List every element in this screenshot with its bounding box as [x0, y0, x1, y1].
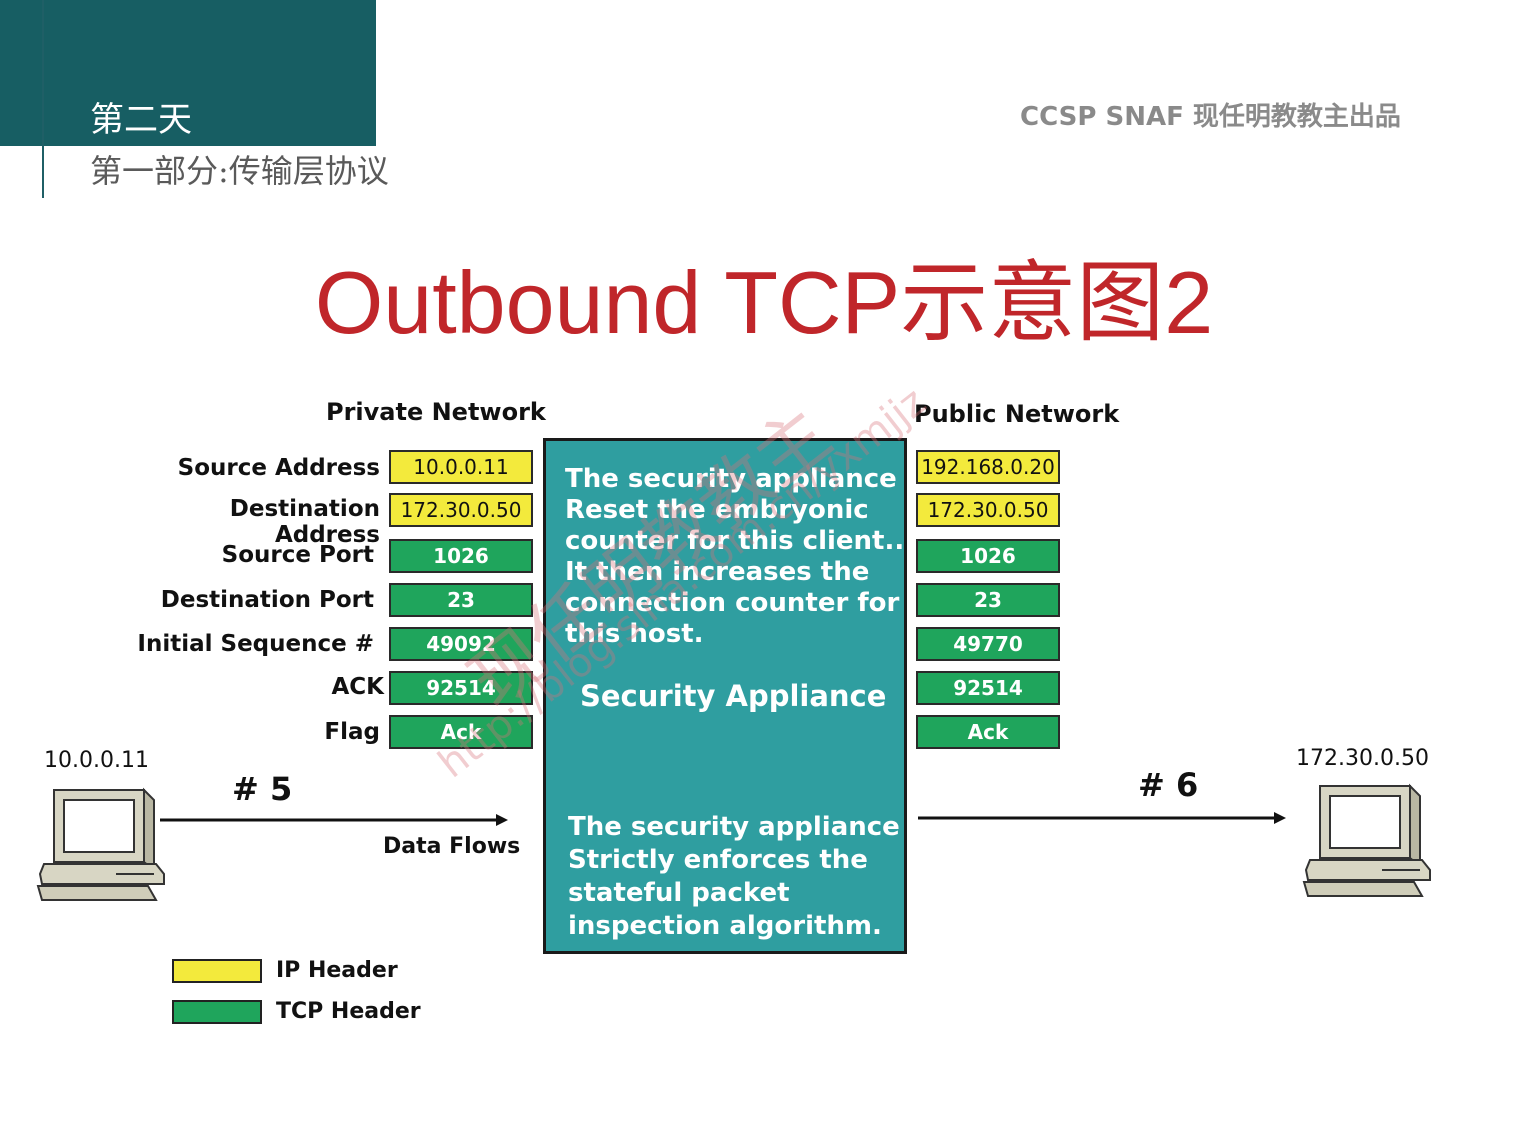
appliance-bottom-text: The security appliance Strictly enforces…	[568, 811, 900, 943]
public-source-port: 1026	[916, 539, 1060, 573]
field-label-flag: Flag	[324, 719, 380, 745]
appliance-bottom-line: inspection algorithm.	[568, 911, 882, 941]
legend-ip-label: IP Header	[276, 958, 398, 983]
private-destination-address: 172.30.0.50	[389, 493, 533, 527]
public-destination-port: 23	[916, 583, 1060, 617]
private-destination-port: 23	[389, 583, 533, 617]
brand-label: CCSP SNAF 现任明教教主出品	[1020, 102, 1401, 132]
appliance-top-line: Reset the embryonic	[565, 495, 869, 525]
section-label: 第一部分:传输层协议	[90, 152, 389, 190]
legend-tcp-label: TCP Header	[276, 999, 421, 1024]
data-flows-label: Data Flows	[383, 834, 521, 859]
public-source-address: 192.168.0.20	[916, 450, 1060, 484]
header-rule	[42, 0, 44, 198]
day-label: 第二天	[90, 100, 192, 140]
left-computer-icon	[36, 787, 165, 901]
field-label-ack: ACK	[331, 674, 384, 700]
flow-number-left: # 5	[232, 770, 293, 808]
public-network-label: Public Network	[914, 400, 1120, 428]
appliance-bottom-line: Strictly enforces the	[568, 845, 868, 875]
private-source-address: 10.0.0.11	[389, 450, 533, 484]
legend-tcp-swatch	[172, 1000, 262, 1024]
slide-title: Outbound TCP示意图2	[314, 253, 1214, 352]
appliance-top-line: counter for this client..	[565, 526, 905, 556]
security-appliance-box	[543, 438, 907, 954]
appliance-top-line: connection counter for	[565, 588, 900, 618]
right-computer-icon	[1302, 783, 1431, 897]
private-flag: Ack	[389, 715, 533, 749]
appliance-name: Security Appliance	[580, 679, 887, 713]
private-ack: 92514	[389, 671, 533, 705]
left-host-ip: 10.0.0.11	[44, 748, 149, 773]
header-banner	[0, 0, 376, 146]
appliance-top-line: The security appliance	[565, 464, 897, 494]
private-source-port: 1026	[389, 539, 533, 573]
field-label-destination-address: Destination Address	[229, 496, 380, 548]
public-flag: Ack	[916, 715, 1060, 749]
appliance-top-text: The security appliance Reset the embryon…	[565, 464, 904, 650]
legend-ip-swatch	[172, 959, 262, 983]
field-label-source-port: Source Port	[221, 542, 374, 568]
flow-number-right: # 6	[1138, 766, 1199, 804]
appliance-bottom-line: stateful packet	[568, 878, 790, 908]
field-label-source-address: Source Address	[177, 455, 380, 481]
appliance-top-line: It then increases the	[565, 557, 870, 587]
public-ack: 92514	[916, 671, 1060, 705]
public-destination-address: 172.30.0.50	[916, 493, 1060, 527]
private-initial-sequence: 49092	[389, 627, 533, 661]
appliance-bottom-line: The security appliance	[568, 812, 900, 842]
field-label-initial-sequence: Initial Sequence #	[137, 631, 374, 657]
field-label-destination-port: Destination Port	[160, 587, 374, 613]
appliance-top-line: this host.	[565, 619, 704, 649]
private-network-label: Private Network	[326, 398, 546, 426]
right-flow-arrow	[918, 812, 1286, 824]
public-initial-sequence: 49770	[916, 627, 1060, 661]
right-host-ip: 172.30.0.50	[1296, 746, 1429, 771]
left-flow-arrow	[160, 814, 508, 826]
